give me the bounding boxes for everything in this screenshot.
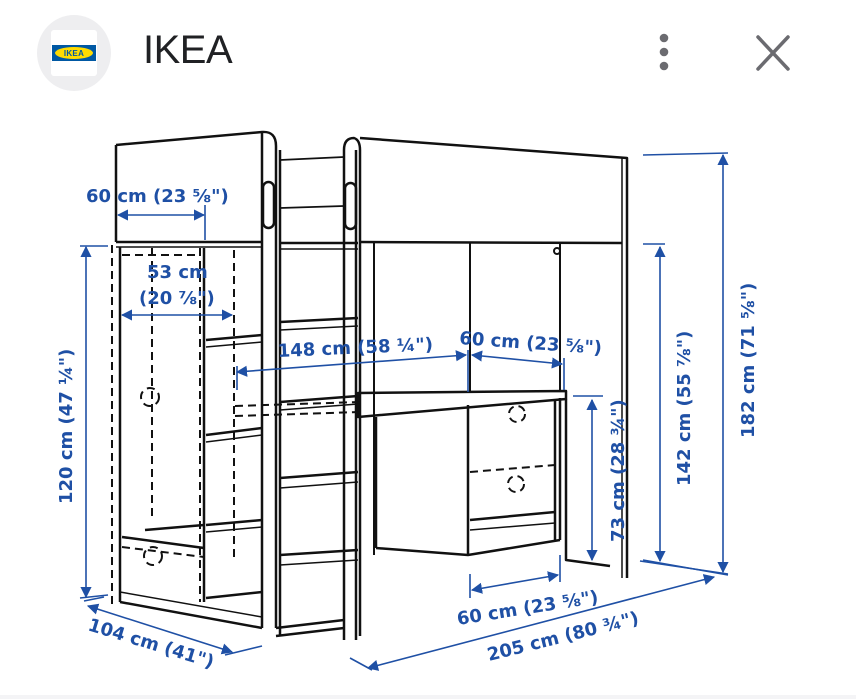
hidden-lines bbox=[111, 245, 556, 605]
app-header: IKEA IKEA bbox=[0, 0, 856, 105]
dim-desk-depth: 60 cm (23 ⅝") bbox=[459, 328, 603, 359]
dim-desk-span: 148 cm (58 ¼") bbox=[277, 334, 433, 362]
ikea-logo-oval: IKEA bbox=[55, 47, 93, 59]
app-icon-tile: IKEA bbox=[51, 30, 97, 76]
ikea-logo-icon: IKEA bbox=[52, 45, 96, 61]
app-icon[interactable]: IKEA bbox=[37, 15, 111, 91]
dim-total-height: 182 cm (71 ⅝") bbox=[738, 283, 759, 438]
logo-text: IKEA bbox=[63, 48, 85, 58]
dim-desk-height: 73 cm (28 ¾") bbox=[608, 399, 629, 542]
loft-bed-drawing: 60 cm (23 ⅝") 53 cm (20 ⅞") 148 cm (58 ¼… bbox=[56, 130, 759, 673]
more-options-button[interactable] bbox=[652, 31, 676, 75]
app-title: IKEA bbox=[143, 28, 233, 72]
dimension-diagram: 60 cm (23 ⅝") 53 cm (20 ⅞") 148 cm (58 ¼… bbox=[0, 105, 856, 695]
dim-wardrobe-inner-width: 53 cm bbox=[147, 262, 208, 283]
bottom-divider bbox=[0, 695, 856, 699]
close-icon bbox=[756, 35, 790, 71]
dim-wardrobe-inner-width-imperial: (20 ⅞") bbox=[139, 288, 215, 309]
more-vert-icon bbox=[659, 33, 669, 71]
dim-under-bed-height: 142 cm (55 ⅞") bbox=[674, 331, 695, 486]
dim-wardrobe-height: 120 cm (47 ¼") bbox=[56, 349, 77, 504]
dim-wardrobe-top-width: 60 cm (23 ⅝") bbox=[86, 186, 229, 207]
dim-total-depth: 104 cm (41") bbox=[86, 615, 217, 673]
furniture-outline bbox=[114, 130, 629, 640]
close-button[interactable] bbox=[750, 32, 796, 74]
